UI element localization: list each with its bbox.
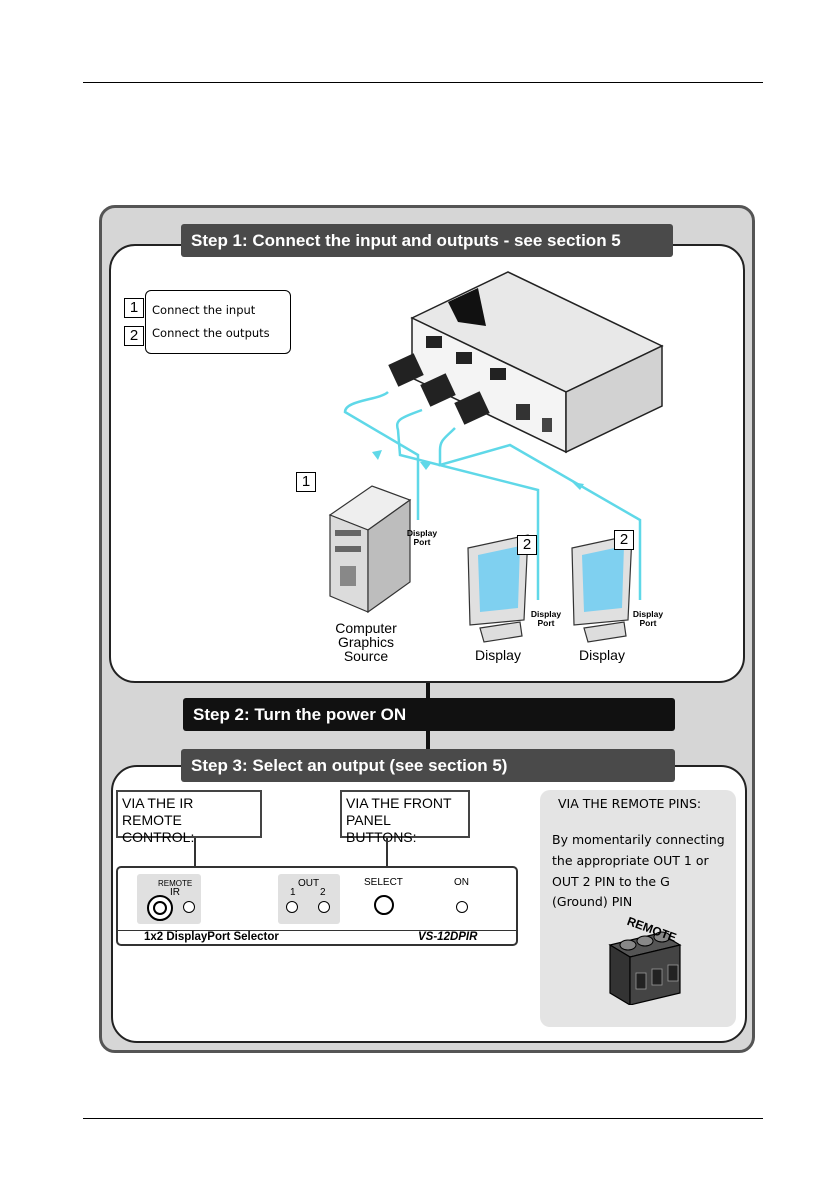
step-number-2: 2: [124, 326, 144, 346]
header-rule: [83, 82, 763, 83]
ir-led: [183, 901, 195, 913]
display-icon-2: [571, 534, 633, 643]
model-name: VS-12DPIR: [418, 931, 478, 943]
port-label-line2: Port: [639, 618, 657, 628]
step3-title: Step 3: Select an output (see section 5): [181, 749, 675, 782]
ir-remote-box: VIA THE IR REMOTE CONTROL:: [116, 790, 262, 845]
select-label: SELECT: [364, 877, 403, 888]
terminal-block-icon: [608, 931, 682, 1005]
step-number-1: 1: [124, 298, 144, 318]
remote-pins-line-2: the appropriate OUT 1 or: [552, 853, 709, 868]
ir-remote-line1: VIA THE IR REMOTE: [122, 795, 194, 828]
front-panel-box: VIA THE FRONT PANEL BUTTONS:: [340, 790, 470, 845]
ir-sensor-icon: [147, 895, 173, 921]
computer-label: Computer Graphics Source: [320, 621, 412, 663]
remote-pins-line-1: By momentarily connecting: [552, 832, 725, 847]
power-led: [456, 901, 468, 913]
computer-label-line3: Source: [343, 648, 389, 664]
front-panel-line2: PANEL BUTTONS:: [346, 812, 417, 845]
port-label-line1: Display: [406, 528, 438, 538]
step2-title: Step 2: Turn the power ON: [183, 698, 675, 731]
dp-plugs: [388, 353, 530, 425]
cable-arrows: [372, 450, 584, 490]
out-label: OUT: [298, 878, 320, 889]
remote-label: REMOTE: [158, 879, 193, 888]
device-front-panel: REMOTE IR OUT 1 2 SELECT ON 1x2 DisplayP…: [116, 866, 518, 946]
step1-title: Step 1: Connect the input and outputs - …: [181, 224, 673, 257]
front-panel-line1: VIA THE FRONT: [346, 795, 452, 811]
display2-label: Display: [579, 647, 625, 663]
port-label-line2: Port: [413, 537, 431, 547]
out2-label: 2: [320, 887, 326, 898]
callout-text-2: Connect the outputs: [152, 326, 270, 340]
on-label: ON: [454, 877, 469, 888]
display1-marker: 2: [517, 535, 537, 555]
footer-rule: [83, 1118, 763, 1119]
step-connector: [426, 682, 430, 700]
instruction-callout: [145, 290, 291, 354]
port-label-line2: Port: [537, 618, 555, 628]
device-name-strip: 1x2 DisplayPort Selector VS-12DPIR: [118, 930, 516, 944]
display-cables: [343, 390, 642, 600]
display2-marker: 2: [614, 530, 634, 550]
computer-label-line2: Graphics: [337, 634, 395, 650]
display-icon-1: [467, 534, 529, 643]
computer-label-line1: Computer: [335, 620, 397, 636]
ir-leader-line: [194, 838, 196, 868]
display1-label: Display: [475, 647, 521, 663]
port-label-line1: Display: [632, 609, 664, 619]
ir-remote-line2: CONTROL:: [122, 829, 195, 845]
product-name: 1x2 DisplayPort Selector: [144, 931, 279, 943]
out-group-frame: [278, 874, 340, 924]
callout-text-1: Connect the input: [152, 303, 256, 317]
remote-pins-line-4: (Ground) PIN: [552, 894, 633, 909]
out2-led: [318, 901, 330, 913]
computer-icon: [328, 485, 412, 614]
panel-leader-line: [386, 838, 388, 868]
ir-label: IR: [170, 887, 180, 898]
out1-led: [286, 901, 298, 913]
selector-device-icon: [410, 271, 664, 454]
remote-pins-title: VIA THE REMOTE PINS:: [558, 796, 702, 811]
source-marker: 1: [296, 472, 316, 492]
remote-pins-line-3: OUT 2 PIN to the G: [552, 874, 670, 889]
out1-label: 1: [290, 887, 296, 898]
select-button[interactable]: [374, 895, 394, 915]
port-label-line1: Display: [530, 609, 562, 619]
step-connector: [426, 731, 430, 751]
